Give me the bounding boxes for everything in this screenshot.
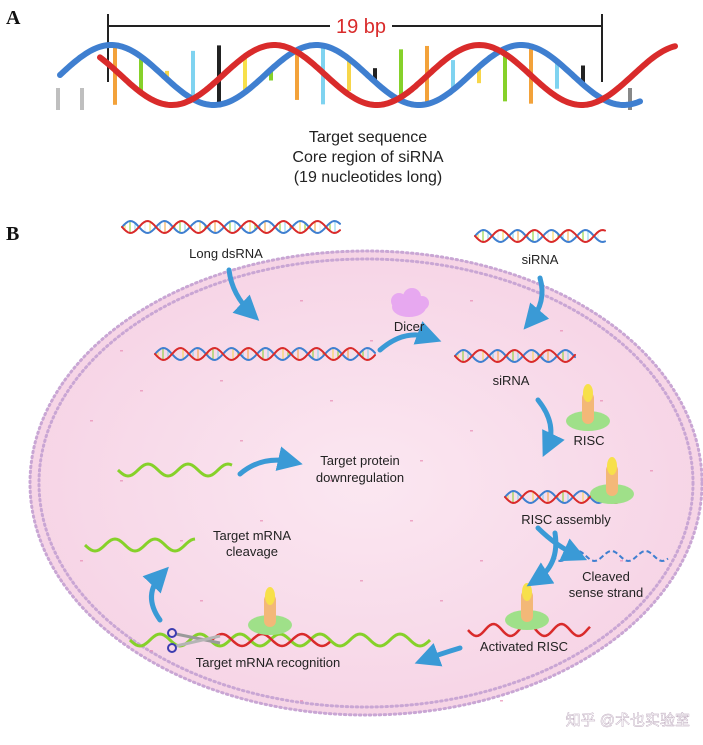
arrow-long-to-diced	[226, 267, 260, 321]
arrow-to-recognition	[414, 643, 463, 667]
blue-strand	[57, 42, 643, 108]
speck	[620, 560, 623, 562]
speck	[180, 540, 183, 542]
watermark: 知乎 @术也实验室	[566, 712, 690, 729]
recognition-risc-complex-icon	[248, 587, 292, 635]
speck	[480, 560, 483, 562]
speck	[650, 470, 653, 472]
antisense-strand	[121, 219, 341, 235]
speck	[120, 350, 123, 352]
mrna-fragment	[83, 537, 196, 553]
sirna-helix-top	[474, 228, 606, 244]
sense-strand	[121, 219, 341, 235]
caption-line-2: Core region of siRNA	[292, 149, 444, 166]
speck	[240, 440, 243, 442]
speck	[260, 520, 263, 522]
sense-strand	[474, 228, 606, 244]
cleaved-mrna-fragment-2	[83, 537, 196, 553]
target-caption: Target sequence Core region of siRNA (19…	[292, 129, 444, 186]
speck	[440, 600, 443, 602]
cell-membrane-inner	[37, 257, 695, 709]
speck	[420, 460, 423, 462]
red-strand	[97, 41, 678, 108]
label-sirna-top: siRNA	[522, 252, 559, 267]
label-activated-risc: Activated RISC	[480, 639, 568, 654]
antisense-strand	[474, 228, 606, 244]
risc-assembly-complex-icon	[590, 457, 634, 504]
arrow-to-downregulation	[237, 446, 303, 477]
dashed-sense-strand	[551, 549, 669, 563]
speck	[470, 430, 473, 432]
speck	[300, 300, 303, 302]
label-cleaved-line-1: Cleaved	[582, 569, 630, 584]
sirna-helix-mid	[454, 348, 576, 364]
antisense-strand	[154, 346, 376, 362]
speck	[560, 330, 563, 332]
antisense-strand	[454, 348, 576, 364]
arrow-sirna-down	[523, 275, 550, 330]
diced-dsrna-helix	[154, 346, 376, 362]
cytoplasm	[30, 251, 702, 715]
caption-line-3: (19 nucleotides long)	[294, 169, 443, 186]
speck	[470, 300, 473, 302]
caption-line-1: Target sequence	[309, 129, 427, 146]
cell	[28, 249, 703, 717]
label-risc-assembly: RISC assembly	[521, 512, 611, 527]
speck	[500, 700, 503, 702]
speck	[200, 600, 203, 602]
label-cleavage-line-2: cleavage	[226, 544, 278, 559]
label-sirna-mid: siRNA	[493, 373, 530, 388]
speck	[300, 700, 303, 702]
label-cleaved-line-2: sense strand	[569, 585, 643, 600]
speck	[220, 380, 223, 382]
arrow-to-cleavage	[142, 566, 169, 623]
speck	[330, 400, 333, 402]
cleaved-sense-strand	[551, 549, 669, 563]
recognition-guide-strand	[211, 632, 331, 648]
length-label: 19 bp	[336, 16, 386, 38]
sense-strand	[154, 346, 376, 362]
cytoplasm-specks	[80, 300, 653, 702]
arrow-to-risc	[535, 397, 565, 458]
pathway-arrows	[142, 267, 588, 667]
cleaved-mrna-fragment-1	[116, 462, 233, 478]
speck	[370, 340, 373, 342]
mrna-fragment	[116, 462, 233, 478]
label-long-dsrna: Long dsRNA	[189, 246, 263, 261]
long-dsrna-helix	[121, 219, 341, 235]
speck	[80, 560, 83, 562]
label-dicer: Dicer	[394, 319, 425, 334]
speck	[360, 580, 363, 582]
speck	[120, 480, 123, 482]
double-helix-large	[57, 41, 678, 108]
label-risc: RISC	[573, 433, 604, 448]
arrow-dicer	[377, 321, 442, 353]
risc-complex-icon	[566, 384, 610, 431]
speck	[600, 400, 603, 402]
panel-a-letter: A	[6, 7, 21, 29]
speck	[330, 480, 333, 482]
label-target-recognition: Target mRNA recognition	[196, 655, 341, 670]
dicer-cloud-icon	[391, 288, 429, 317]
speck	[140, 390, 143, 392]
speck	[410, 520, 413, 522]
guide-strand	[211, 632, 331, 648]
label-protein-line-2: downregulation	[316, 470, 404, 485]
cell-membrane-outer	[28, 249, 703, 717]
label-protein-line-1: Target protein	[320, 453, 400, 468]
scissors-icon	[167, 628, 221, 653]
arrow-to-activated	[526, 530, 559, 587]
speck	[150, 650, 153, 652]
sense-strand	[454, 348, 576, 364]
speck	[90, 420, 93, 422]
activated-risc-complex-icon	[505, 583, 549, 630]
label-cleavage-line-1: Target mRNA	[213, 528, 291, 543]
panel-b-letter: B	[6, 223, 19, 245]
